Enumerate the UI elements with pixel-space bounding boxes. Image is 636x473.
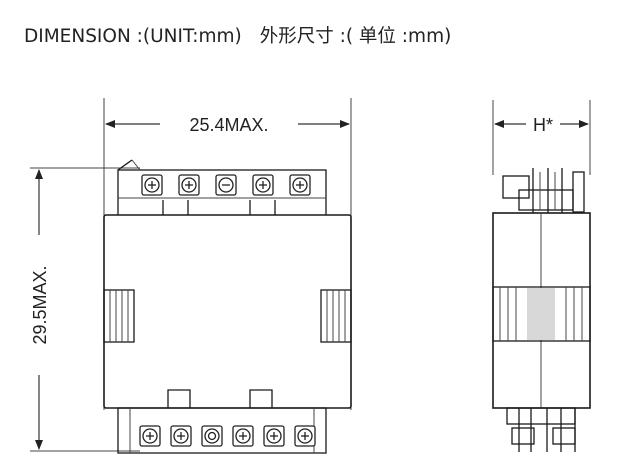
diagram-heading: DIMENSION :(UNIT:mm) 外形尺寸 :( 单位 :mm) [24,22,451,48]
depth-label: H* [533,115,553,135]
bottom-tab-left [167,389,191,408]
side-top-pins [502,168,585,215]
side-bottom-pins [506,407,576,452]
bottom-terminal-block [117,407,327,454]
bottom-terminal-cross [294,425,316,447]
top-terminal-plus [289,174,311,196]
top-terminal-edge [117,159,133,171]
top-terminal-edge-2 [131,159,141,171]
bottom-terminal-cross [263,425,285,447]
heading-english: DIMENSION :(UNIT:mm) [24,26,242,47]
top-terminal-plus [252,174,274,196]
height-label: 29.5MAX. [30,265,50,344]
side-view: H* [492,100,591,452]
top-terminal-row [141,174,311,196]
heading-chinese: 外形尺寸 :( 单位 :mm) [259,26,452,47]
left-clip [103,289,135,343]
top-terminal-plus [178,174,200,196]
main-body [103,214,352,409]
bottom-terminal-circle [201,425,223,447]
front-view: 25.4MAX. 29.5MAX. [30,98,352,454]
bottom-tab-right [249,389,273,408]
bottom-terminal-cross [170,425,192,447]
width-label: 25.4MAX. [189,115,268,135]
side-clip [492,286,591,342]
top-terminal-plus [141,174,163,196]
right-clip [320,289,352,343]
bottom-terminal-cross [232,425,254,447]
bottom-terminal-row [139,425,316,447]
bottom-terminal-cross [139,425,161,447]
top-terminal-minus [215,174,237,196]
